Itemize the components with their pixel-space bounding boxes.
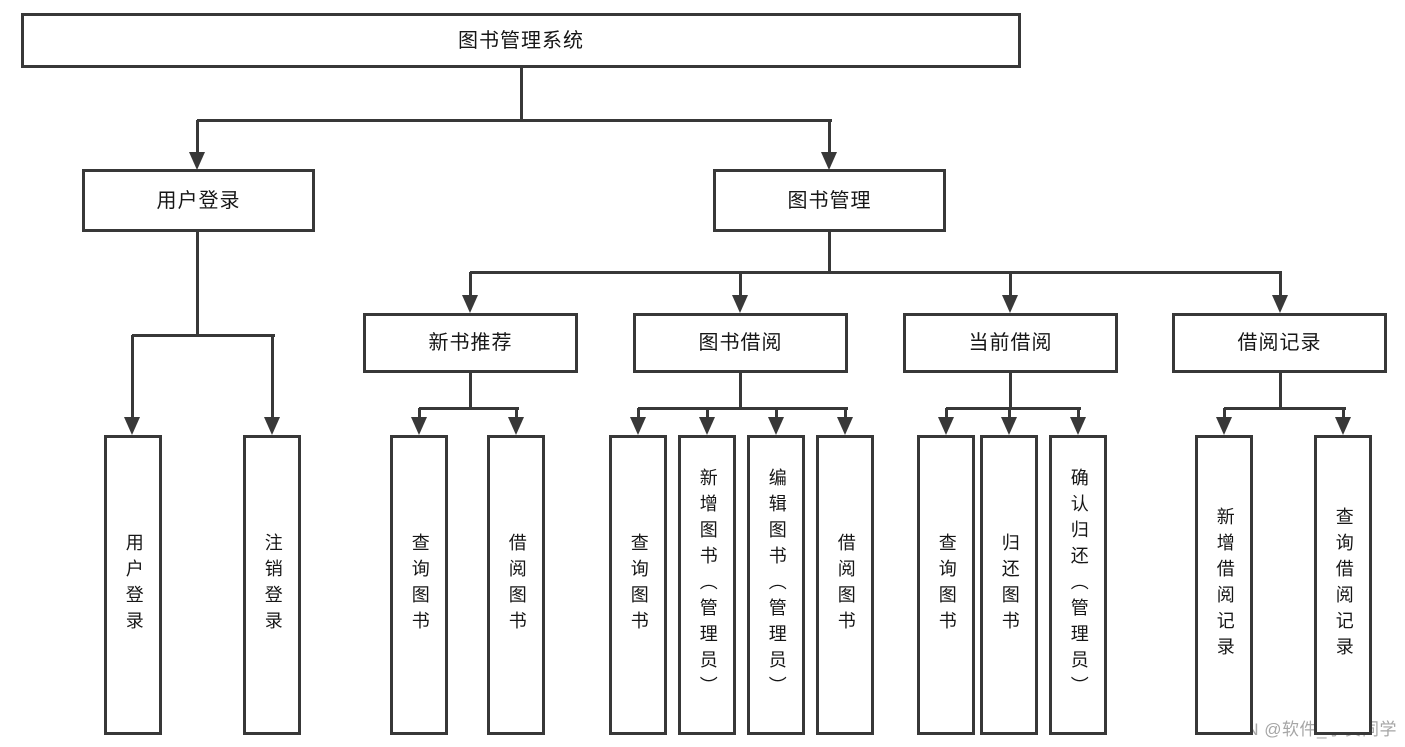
connector-line: [1342, 408, 1345, 418]
arrow-down-icon: [699, 417, 715, 435]
connector-line: [520, 68, 523, 121]
node-borrowing-records: 借阅记录: [1172, 313, 1387, 373]
connector-line: [469, 272, 472, 296]
connector-line: [945, 408, 948, 418]
arrow-down-icon: [1001, 417, 1017, 435]
node-user-login: 用户登录: [82, 169, 315, 232]
connector-line: [418, 408, 421, 418]
node-query-books-borrowing: 查询图书: [609, 435, 667, 735]
node-current-borrowing: 当前借阅: [903, 313, 1118, 373]
node-borrow-books-borrowing: 借阅图书: [816, 435, 874, 735]
connector-line: [196, 232, 199, 337]
node-user-login-leaf: 用户登录: [104, 435, 162, 735]
connector-line: [1279, 373, 1282, 410]
connector-line: [1224, 407, 1346, 410]
connector-line: [1008, 408, 1011, 418]
node-book-borrowing: 图书借阅: [633, 313, 848, 373]
node-confirm-return-admin: 确认归还（管理员）: [1049, 435, 1107, 735]
node-query-books-current: 查询图书: [917, 435, 975, 735]
connector-line: [1009, 373, 1012, 410]
arrow-down-icon: [1216, 417, 1232, 435]
connector-line: [1279, 272, 1282, 296]
connector-line: [271, 335, 274, 418]
connector-line: [197, 119, 832, 122]
node-add-borrow-record: 新增借阅记录: [1195, 435, 1253, 735]
node-edit-book-admin: 编辑图书（管理员）: [747, 435, 805, 735]
connector-line: [828, 120, 831, 153]
connector-line: [196, 120, 199, 153]
connector-line: [1077, 408, 1080, 418]
connector-line: [1009, 272, 1012, 296]
arrow-down-icon: [124, 417, 140, 435]
node-query-books-recommend: 查询图书: [390, 435, 448, 735]
node-logout-leaf: 注销登录: [243, 435, 301, 735]
node-new-book-recommend: 新书推荐: [363, 313, 578, 373]
connector-line: [638, 407, 848, 410]
arrow-down-icon: [189, 152, 205, 170]
arrow-down-icon: [630, 417, 646, 435]
arrow-down-icon: [732, 295, 748, 313]
connector-line: [739, 272, 742, 296]
arrow-down-icon: [264, 417, 280, 435]
arrow-down-icon: [508, 417, 524, 435]
connector-line: [946, 407, 1081, 410]
arrow-down-icon: [938, 417, 954, 435]
connector-line: [706, 408, 709, 418]
connector-line: [1223, 408, 1226, 418]
connector-line: [470, 271, 1282, 274]
connector-line: [775, 408, 778, 418]
node-library-system: 图书管理系统: [21, 13, 1021, 68]
node-borrow-books-recommend: 借阅图书: [487, 435, 545, 735]
connector-line: [419, 407, 519, 410]
arrow-down-icon: [821, 152, 837, 170]
arrow-down-icon: [1272, 295, 1288, 313]
arrow-down-icon: [1070, 417, 1086, 435]
connector-line: [132, 334, 275, 337]
arrow-down-icon: [1002, 295, 1018, 313]
node-book-management: 图书管理: [713, 169, 946, 232]
arrow-down-icon: [1335, 417, 1351, 435]
connector-line: [131, 335, 134, 418]
arrow-down-icon: [837, 417, 853, 435]
node-return-book: 归还图书: [980, 435, 1038, 735]
connector-line: [637, 408, 640, 418]
arrow-down-icon: [462, 295, 478, 313]
arrow-down-icon: [768, 417, 784, 435]
connector-line: [828, 232, 831, 274]
node-add-book-admin: 新增图书（管理员）: [678, 435, 736, 735]
connector-line: [515, 408, 518, 418]
connector-line: [844, 408, 847, 418]
connector-line: [739, 373, 742, 410]
node-query-borrow-record: 查询借阅记录: [1314, 435, 1372, 735]
connector-line: [469, 373, 472, 410]
arrow-down-icon: [411, 417, 427, 435]
